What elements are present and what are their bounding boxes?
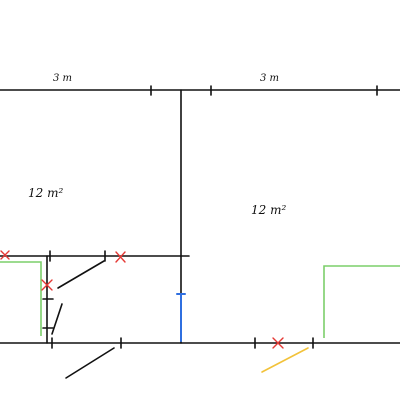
yellow-segment xyxy=(261,347,309,373)
room-area-right: 12 m² xyxy=(251,203,286,217)
red-markers xyxy=(0,250,284,349)
door-swing xyxy=(57,260,105,289)
green-outline-right xyxy=(323,265,400,338)
door-swing xyxy=(65,347,115,379)
door-swing xyxy=(51,303,63,335)
green-outline-left xyxy=(0,261,42,336)
door-swings xyxy=(51,260,115,379)
dimension-label-left: 3 m xyxy=(53,73,72,84)
red-x-icon xyxy=(41,279,53,291)
blue-segment xyxy=(176,293,186,342)
room-area-left: 12 m² xyxy=(28,186,63,200)
walls xyxy=(0,85,400,349)
green-outlines xyxy=(0,261,400,338)
red-x-icon xyxy=(115,251,126,263)
dimension-label-right: 3 m xyxy=(260,73,279,84)
red-x-icon xyxy=(0,250,10,260)
red-x-icon xyxy=(272,337,284,349)
